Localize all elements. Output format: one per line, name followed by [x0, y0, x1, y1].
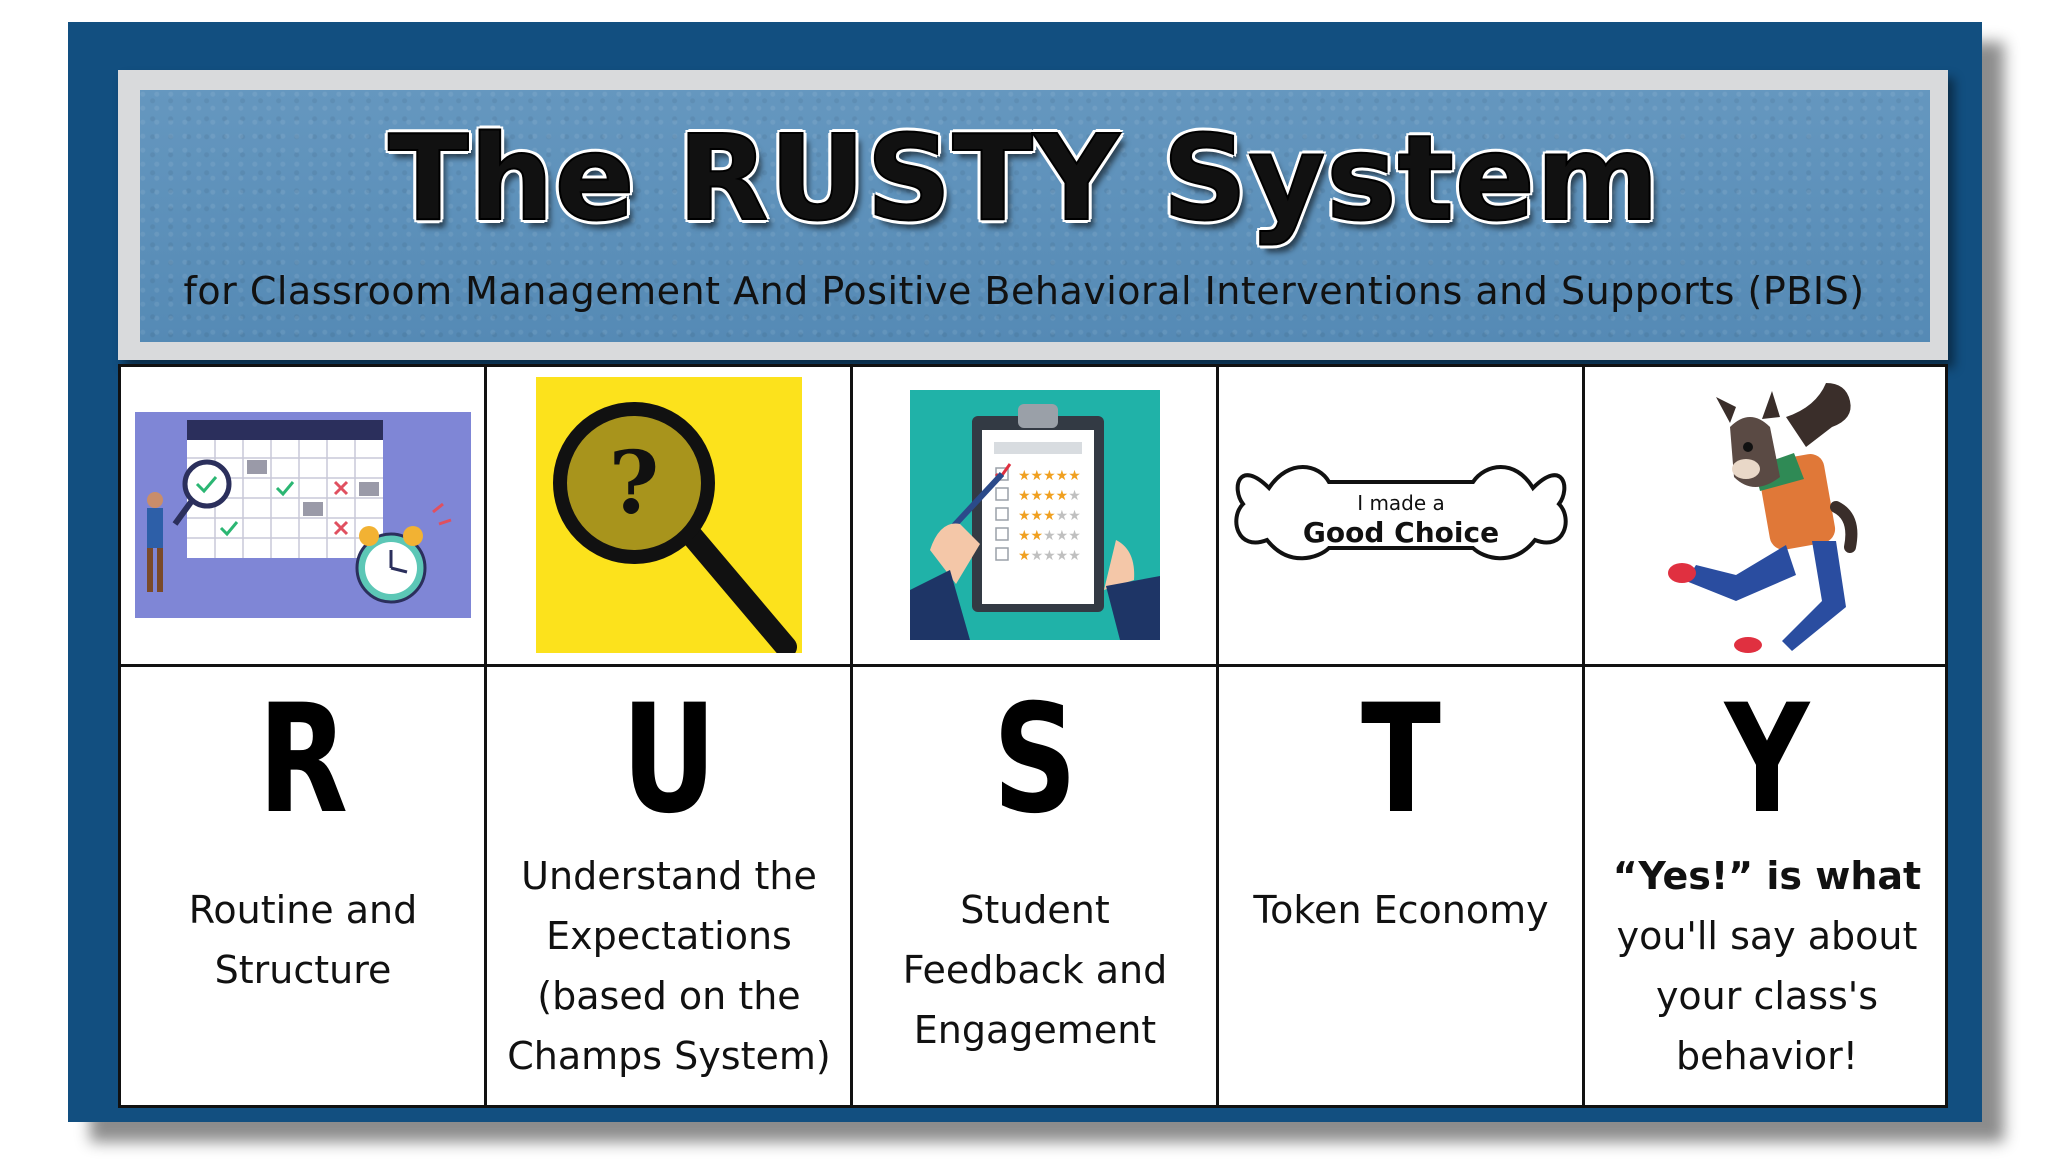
rusty-dog-mascot-icon [1584, 370, 1950, 660]
column-divider [1216, 364, 1219, 1108]
description-line: Token Economy [1253, 888, 1549, 932]
calendar-schedule-icon [120, 370, 486, 660]
description-line: Structure [214, 948, 392, 992]
row-divider [118, 664, 1948, 667]
letter-t: T [1361, 673, 1441, 847]
description-line: Feedback and [902, 948, 1168, 992]
svg-text:★★★★★: ★★★★★ [1018, 548, 1081, 564]
svg-text:?: ? [609, 433, 659, 534]
clipboard-rating-icon: ★★★★★ ★★★★★ ★★★★★ ★★★★★ ★★★★★ [852, 370, 1218, 660]
description-line: Routine and [188, 888, 418, 932]
description-line: your class's [1655, 974, 1879, 1018]
description-t: Token Economy [1218, 880, 1584, 940]
description-y: “Yes!” is what you'll say about your cla… [1584, 846, 1950, 1086]
description-u: Understand the Expectations (based on th… [486, 846, 852, 1086]
description-line: (based on the [537, 974, 801, 1018]
description-line: Understand the [521, 854, 817, 898]
description-line: Student [960, 888, 1110, 932]
letter-y: Y [1724, 673, 1810, 847]
letter-s: S [992, 673, 1078, 847]
page-subtitle: for Classroom Management And Positive Be… [183, 269, 1865, 313]
token-line-1: I made a [1357, 491, 1445, 515]
description-line: Champs System) [507, 1034, 831, 1078]
letter-r: R [257, 673, 349, 847]
page-title: The RUSTY System [387, 108, 1660, 248]
magnifying-glass-question-icon: ? [486, 370, 852, 660]
description-line: you'll say about [1616, 914, 1918, 958]
token-line-2: Good Choice [1303, 516, 1499, 549]
description-r: Routine and Structure [120, 880, 486, 1000]
description-line: Expectations [546, 914, 792, 958]
column-divider [850, 364, 853, 1108]
header-panel [140, 90, 1930, 342]
svg-text:★★★★★: ★★★★★ [1018, 528, 1081, 544]
description-line: “Yes!” is what [1612, 854, 1922, 898]
bone-token-icon: I made a Good Choice [1218, 370, 1584, 660]
svg-text:★★★★★: ★★★★★ [1018, 508, 1081, 524]
column-divider [484, 364, 487, 1108]
description-s: Student Feedback and Engagement [852, 880, 1218, 1060]
description-line: Engagement [913, 1008, 1157, 1052]
svg-text:★★★★★: ★★★★★ [1018, 468, 1081, 484]
letter-u: U [621, 673, 717, 847]
column-divider [1582, 364, 1585, 1108]
description-line: behavior! [1675, 1034, 1859, 1078]
svg-text:★★★★★: ★★★★★ [1018, 488, 1081, 504]
